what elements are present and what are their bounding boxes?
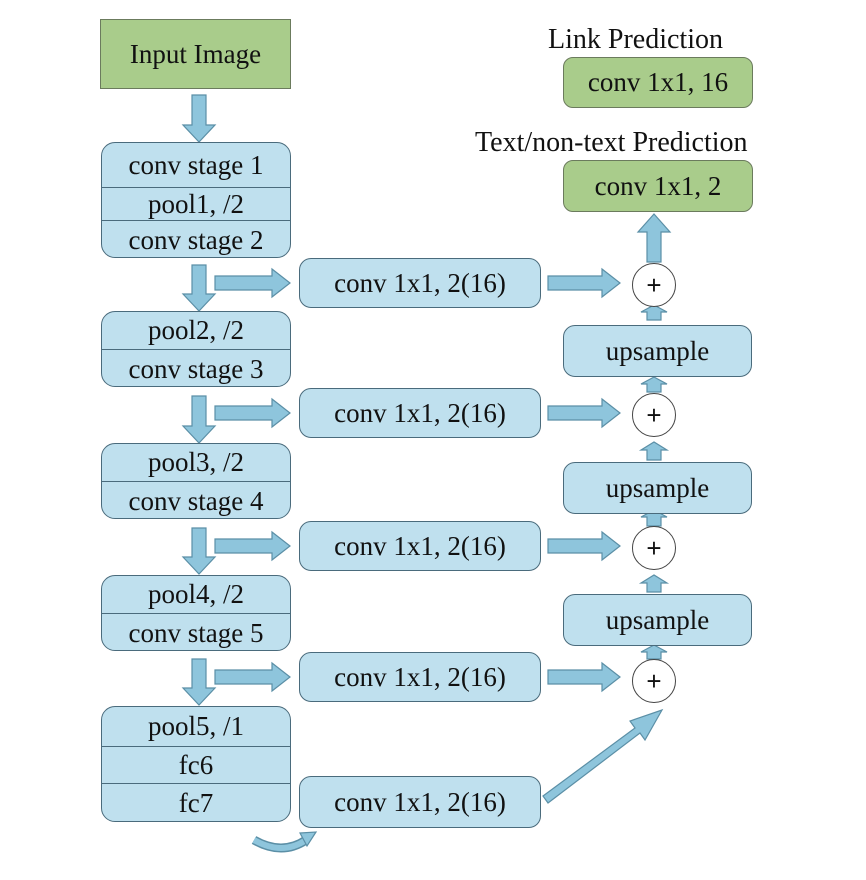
arrow-input-to-stage1 [181, 94, 217, 143]
arrow-conv5-to-plus-4 [542, 708, 664, 804]
arrow-up2-to-plus2 [638, 441, 670, 461]
arrow-stage3-to-stage4 [181, 527, 217, 575]
stack-row: pool3, /2 [147, 447, 244, 477]
stack-row: conv stage 1 [128, 149, 264, 180]
upsample-3: upsample [563, 594, 752, 646]
stack-row: conv stage 4 [102, 481, 290, 518]
backbone-stage-5: pool5, /1 fc6 fc7 [101, 706, 291, 822]
side-conv-1: conv 1x1, 2(16) [299, 258, 541, 308]
backbone-stage-4: pool4, /2 conv stage 5 [101, 575, 291, 651]
sum-node-3: + [632, 526, 676, 570]
stack-row: fc7 [102, 783, 290, 821]
backbone-stage-3: pool3, /2 conv stage 4 [101, 443, 291, 519]
input-image-box: Input Image [100, 19, 291, 89]
backbone-stage-2: pool2, /2 conv stage 3 [101, 311, 291, 387]
upsample-1: upsample [563, 325, 752, 377]
arrow-conv-to-plus-1 [547, 267, 621, 299]
sum-node-2: + [632, 393, 676, 437]
arrow-backbone-to-conv-2 [214, 397, 291, 429]
side-conv-3: conv 1x1, 2(16) [299, 521, 541, 571]
arrow-stage2-to-stage3 [181, 395, 217, 444]
arrow-plus2-to-up1 [640, 376, 668, 393]
arrow-up1-to-plus1 [640, 304, 668, 321]
upsample-2: upsample [563, 462, 752, 514]
arrow-conv-to-plus-4 [547, 661, 621, 693]
stack-row: conv stage 3 [102, 349, 290, 386]
sum-node-1: + [632, 263, 676, 307]
stack-row: fc6 [102, 746, 290, 783]
stack-row: pool2, /2 [147, 315, 244, 345]
stack-row: conv stage 5 [102, 613, 290, 650]
arrow-stage1-to-stage2 [181, 264, 217, 312]
stack-row: pool5, /1 [147, 711, 244, 741]
sum-node-4: + [632, 659, 676, 703]
arrow-backbone-to-conv-1 [214, 267, 291, 299]
stack-row: pool1, /2 [102, 187, 290, 220]
arrow-backbone-to-conv-3 [214, 530, 291, 562]
stack-row: conv stage 2 [102, 220, 290, 257]
link-prediction-conv: conv 1x1, 16 [563, 57, 753, 108]
side-conv-5: conv 1x1, 2(16) [299, 776, 541, 828]
arrow-plus1-to-text-pred [636, 213, 672, 263]
side-conv-4: conv 1x1, 2(16) [299, 652, 541, 702]
side-conv-2: conv 1x1, 2(16) [299, 388, 541, 438]
text-prediction-title: Text/non-text Prediction [475, 127, 748, 158]
arrow-backbone-to-conv-4 [214, 661, 291, 693]
arrow-plus4-to-up3 [640, 644, 668, 660]
link-prediction-title: Link Prediction [548, 24, 723, 55]
backbone-stage-1: conv stage 1 pool1, /2 conv stage 2 [101, 142, 291, 258]
arrow-conv-to-plus-2 [547, 397, 621, 429]
stack-row: pool4, /2 [147, 579, 244, 609]
arrow-stage4-to-stage5 [181, 658, 217, 706]
arrow-up3-to-plus3 [638, 574, 670, 593]
arrow-conv-to-plus-3 [547, 530, 621, 562]
text-prediction-conv: conv 1x1, 2 [563, 160, 753, 212]
